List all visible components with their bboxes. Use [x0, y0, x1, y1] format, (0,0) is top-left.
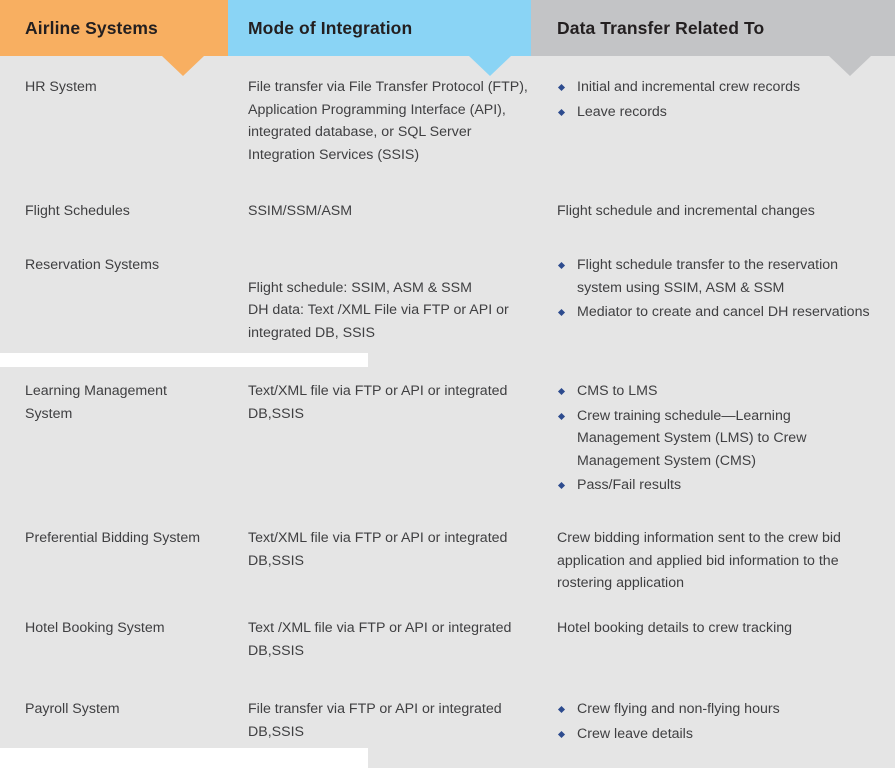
diamond-bullet-icon — [557, 108, 566, 116]
cell-system: Learning Management System — [25, 380, 200, 425]
cell-data-transfer: Initial and incremental crew records Lea… — [557, 76, 882, 125]
cell-mode: Flight schedule: SSIM, ASM & SSM DH data… — [248, 254, 538, 367]
mode-text: File transfer via FTP or API or integrat… — [248, 701, 502, 740]
list-item: Flight schedule transfer to the reservat… — [557, 254, 875, 299]
diamond-bullet-icon — [557, 412, 566, 420]
mode-text: Text/XML file via FTP or API or integrat… — [248, 530, 508, 569]
cell-mode: Text/XML file via FTP or API or integrat… — [248, 380, 538, 425]
list-item-label: Flight schedule transfer to the reservat… — [577, 257, 839, 296]
column-header-data-transfer-related-to-notch-icon — [829, 56, 871, 76]
diamond-bullet-icon — [557, 83, 566, 92]
cell-data-transfer: Crew bidding information sent to the cre… — [557, 527, 872, 595]
cell-mode: File transfer via File Transfer Protocol… — [248, 76, 538, 166]
cell-mode: SSIM/SSM/ASM — [248, 200, 538, 223]
list-item-label: CMS to LMS — [577, 383, 658, 399]
list-item: Mediator to create and cancel DH reserva… — [557, 301, 875, 324]
cell-mode: Text/XML file via FTP or API or integrat… — [248, 527, 538, 572]
list-item-label: Mediator to create and cancel DH reserva… — [577, 304, 870, 320]
cell-system: Payroll System — [25, 698, 230, 721]
column-header-airline-systems-label: Airline Systems — [25, 17, 158, 38]
system-name: Payroll System — [25, 701, 120, 717]
cell-system: Preferential Bidding System — [25, 527, 240, 550]
column-header-airline-systems-notch-icon — [162, 56, 204, 76]
list-item: Crew flying and non-flying hours — [557, 698, 882, 721]
cell-system: Hotel Booking System — [25, 617, 230, 640]
column-header-mode-of-integration: Mode of Integration — [228, 0, 531, 56]
list-item: Leave records — [557, 101, 882, 124]
list-item: Crew leave details — [557, 723, 882, 746]
system-name: Reservation Systems — [25, 257, 160, 273]
cell-data-transfer: CMS to LMS Crew training schedule—Learni… — [557, 380, 857, 499]
page-break-band-bottom-left — [0, 748, 368, 768]
cell-data-transfer: Flight schedule and incremental changes — [557, 200, 882, 223]
list-item: CMS to LMS — [557, 380, 857, 403]
data-transfer-text: Flight schedule and incremental changes — [557, 203, 815, 219]
cell-mode: Text /XML file via FTP or API or integra… — [248, 617, 538, 662]
diamond-bullet-icon — [557, 481, 566, 490]
data-transfer-list: Flight schedule transfer to the reservat… — [557, 254, 875, 324]
system-name: Hotel Booking System — [25, 620, 165, 636]
cell-system: HR System — [25, 76, 230, 99]
list-item-label: Leave records — [577, 103, 667, 120]
cell-data-transfer: Flight schedule transfer to the reservat… — [557, 254, 875, 326]
diamond-bullet-icon — [557, 308, 566, 317]
system-name: Flight Schedules — [25, 203, 130, 219]
column-header-mode-of-integration-label: Mode of Integration — [248, 17, 413, 38]
diamond-bullet-icon — [557, 705, 566, 714]
list-item: Crew training schedule—Learning Manageme… — [557, 405, 857, 473]
data-transfer-list: Crew flying and non-flying hours Crew le… — [557, 698, 882, 745]
cell-data-transfer: Crew flying and non-flying hours Crew le… — [557, 698, 882, 747]
system-name: Learning Management System — [25, 383, 167, 422]
list-item: Initial and incremental crew records — [557, 76, 882, 99]
list-item-label: Crew training schedule—Learning Manageme… — [577, 407, 807, 469]
table-header-row: Airline Systems Mode of Integration Data… — [0, 0, 895, 76]
list-item-label: Initial and incremental crew records — [577, 79, 801, 95]
system-name: HR System — [25, 79, 97, 95]
cell-system: Flight Schedules — [25, 200, 230, 223]
data-transfer-text: Crew bidding information sent to the cre… — [557, 530, 841, 591]
page-break-band — [0, 353, 368, 367]
list-item-label: Crew leave details — [577, 725, 693, 742]
list-item-label: Crew flying and non-flying hours — [577, 701, 780, 717]
mode-text: Text /XML file via FTP or API or integra… — [248, 620, 512, 659]
data-transfer-list: CMS to LMS Crew training schedule—Learni… — [557, 380, 857, 497]
cell-mode: File transfer via FTP or API or integrat… — [248, 698, 538, 743]
list-item-label: Pass/Fail results — [577, 477, 682, 493]
column-header-data-transfer-related-to-label: Data Transfer Related To — [557, 17, 765, 38]
diamond-bullet-icon — [557, 730, 566, 738]
mode-text: File transfer via File Transfer Protocol… — [248, 79, 528, 163]
diamond-bullet-icon — [557, 261, 566, 270]
mode-text: Flight schedule: SSIM, ASM & SSM DH data… — [248, 279, 509, 341]
cell-data-transfer: Hotel booking details to crew tracking — [557, 617, 882, 640]
diamond-bullet-icon — [557, 387, 566, 396]
system-name: Preferential Bidding System — [25, 530, 201, 546]
mode-text: SSIM/SSM/ASM — [248, 203, 353, 219]
column-header-mode-of-integration-notch-icon — [469, 56, 511, 76]
list-item: Pass/Fail results — [557, 474, 857, 497]
cell-system: Reservation Systems — [25, 254, 230, 277]
column-header-data-transfer-related-to: Data Transfer Related To — [531, 0, 895, 56]
data-transfer-text: Hotel booking details to crew tracking — [557, 620, 793, 636]
column-header-airline-systems: Airline Systems — [0, 0, 228, 56]
mode-text: Text/XML file via FTP or API or integrat… — [248, 383, 508, 422]
data-transfer-list: Initial and incremental crew records Lea… — [557, 76, 882, 123]
